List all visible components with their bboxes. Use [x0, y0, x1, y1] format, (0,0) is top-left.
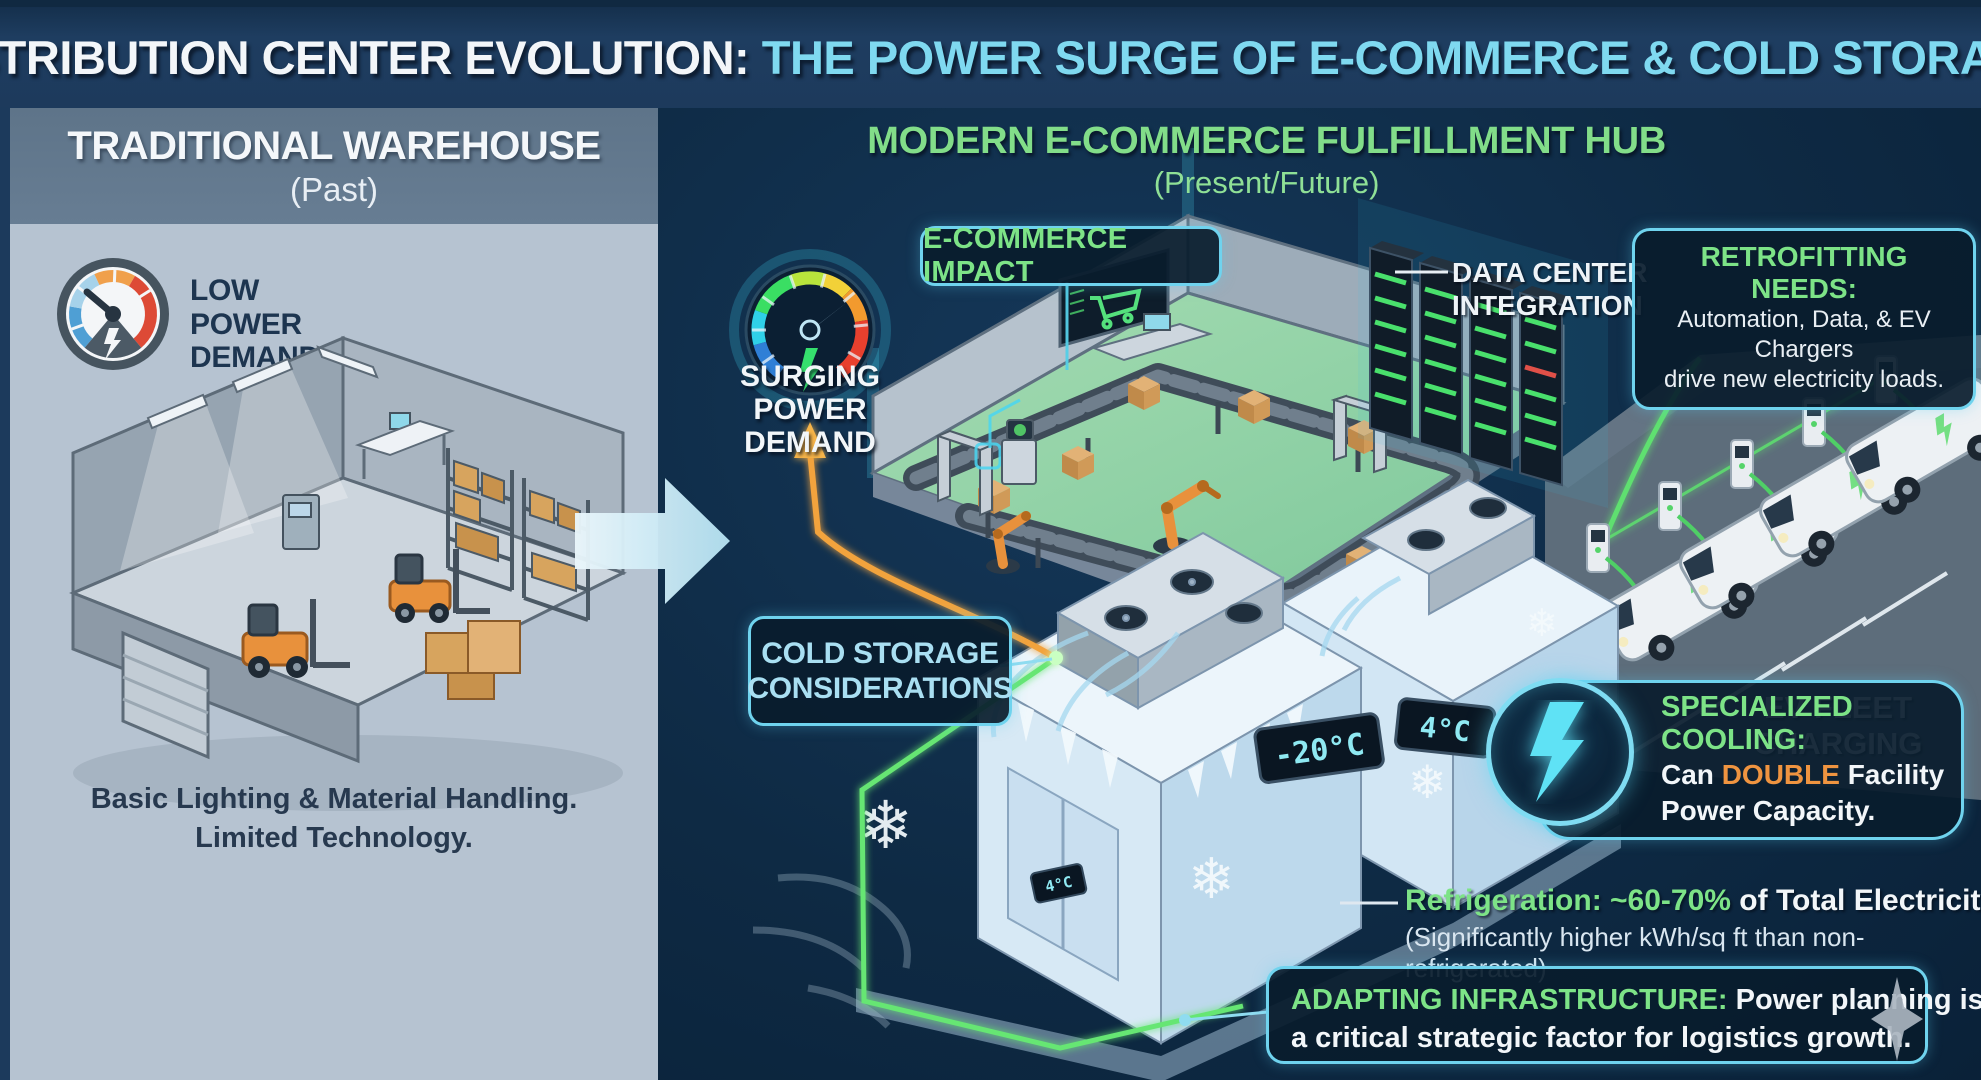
- bolt-icon: [800, 348, 821, 392]
- chiller-temp-display: 4°C: [1394, 697, 1497, 759]
- cold-storage-slab: [856, 824, 1621, 1080]
- snowflake-icon: ❄: [1408, 755, 1447, 809]
- surge-arrow: [794, 422, 1058, 661]
- left-panel-subtitle: (Past): [289, 170, 378, 208]
- svg-text:4°C: 4°C: [1418, 710, 1472, 748]
- adapting-infrastructure-callout: ADAPTING INFRASTRUCTURE: Power planning …: [1266, 966, 1981, 1064]
- power-junction-dot: [1049, 651, 1063, 665]
- door-temp-display: 4°C: [1029, 863, 1088, 904]
- green-power-outline: [859, 655, 1244, 1051]
- snowflake-icon: ❄: [858, 787, 913, 864]
- title-band: DISTRIBUTION CENTER EVOLUTION: THE POWER…: [0, 0, 1981, 107]
- warehouse-machine: [282, 494, 320, 550]
- warehouse-lights: [120, 345, 379, 571]
- wall-circuit: [974, 398, 1021, 470]
- warehouse-desk: [354, 412, 456, 479]
- callout-connectors: [999, 270, 1448, 1026]
- right-panel-title: MODERN E-COMMERCE FULFILLMENT HUB: [867, 120, 1666, 162]
- surging-power-gauge-icon: [729, 249, 891, 411]
- traditional-warehouse-illustration: [69, 335, 627, 811]
- sparkle-icon: [1871, 977, 1923, 1061]
- left-panel-caption: Basic Lighting & Material Handling. Limi…: [90, 783, 578, 855]
- traditional-warehouse-panel: TRADITIONAL WAREHOUSE (Past) LOW POWER D…: [10, 108, 658, 1080]
- left-panel-title: TRADITIONAL WAREHOUSE: [67, 123, 601, 168]
- cart-icon: [1090, 288, 1142, 330]
- left-panel-header: TRADITIONAL WAREHOUSE (Past): [10, 108, 658, 224]
- bolt-icon: [1530, 702, 1584, 802]
- cold-mist: [752, 873, 911, 1029]
- modern-hub-panel: MODERN E-COMMERCE FULFILLMENT HUB (Prese…: [658, 108, 1981, 1080]
- snowflake-icon: ❄: [1526, 601, 1558, 645]
- forklift: [241, 599, 350, 678]
- low-power-gauge-icon: [57, 258, 169, 370]
- right-panel-header: MODERN E-COMMERCE FULFILLMENT HUB (Prese…: [658, 120, 1875, 201]
- data-center-integration-label: DATA CENTER INTEGRATION: [1452, 257, 1648, 322]
- retrofitting-needs-callout: RETROFITTING NEEDS: Automation, Data, & …: [1632, 228, 1976, 410]
- svg-text:4°C: 4°C: [1044, 873, 1074, 896]
- ev-van-fleet: [1599, 377, 1981, 662]
- page-title-highlight: THE POWER SURGE OF E-COMMERCE & COLD STO…: [749, 30, 1981, 84]
- page-title-prefix: DISTRIBUTION CENTER EVOLUTION:: [0, 30, 750, 84]
- right-panel-subtitle: (Present/Future): [1153, 165, 1380, 200]
- ecommerce-impact-callout: E-COMMERCE IMPACT: [920, 223, 1222, 288]
- power-badge: [1486, 678, 1634, 826]
- icicles: [1018, 703, 1303, 798]
- bolt-icon: [104, 328, 121, 360]
- transition-arrow-icon: [575, 478, 730, 604]
- surging-power-demand-label: SURGING POWER DEMAND: [739, 360, 880, 459]
- cold-storage-callout: COLD STORAGE CONSIDERATIONS: [747, 616, 1013, 726]
- robot-arm: [986, 511, 1031, 574]
- floor-boxes: [425, 620, 521, 700]
- conveyor-boxes: [978, 376, 1380, 600]
- freezer-temp-display: -20°C: [1253, 712, 1385, 784]
- kiosk-station: [1001, 419, 1037, 485]
- forklift: [388, 549, 490, 623]
- snowflake-icon: ❄: [1188, 847, 1235, 912]
